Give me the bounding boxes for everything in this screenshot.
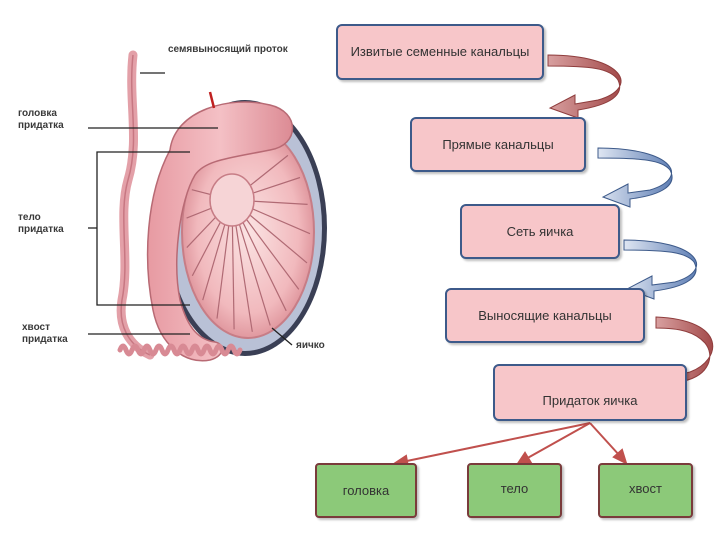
vas-deferens	[116, 50, 155, 360]
rete-testis	[209, 173, 255, 227]
part-body: тело	[467, 463, 562, 518]
coiled-duct	[117, 343, 243, 357]
flow-step-rete-testis: Сеть яичка	[460, 204, 620, 259]
flow-step-efferent-ducts: Выносящие канальцы	[445, 288, 645, 343]
label-epididymis-head: головка придатка	[18, 108, 64, 131]
part-tail: хвост	[598, 463, 693, 518]
part-head: головка	[315, 463, 417, 518]
label-vas-deferens: семявыносящий проток	[168, 44, 288, 55]
flow-step-straight-tubules: Прямые канальцы	[410, 117, 586, 172]
flow-step-epididymis: Придаток яичка	[493, 364, 687, 421]
label-epididymis-body: тело придатка	[18, 212, 64, 235]
flow-step-convoluted-tubules: Извитые семенные канальцы	[336, 24, 544, 80]
arrow-2-icon	[597, 147, 673, 208]
arrow-3-icon	[623, 239, 697, 300]
epididymis	[146, 101, 294, 362]
branch-arrows	[391, 422, 628, 469]
vas-deferens-outline	[120, 54, 151, 356]
label-epididymis-tail: хвост придатка	[22, 322, 68, 345]
vessel	[208, 91, 216, 109]
testis-illustration	[88, 50, 327, 362]
label-testis: яичко	[296, 340, 325, 351]
flow-arrows	[547, 54, 714, 389]
leader-lines	[88, 72, 293, 346]
arrow-1-icon	[547, 54, 622, 119]
